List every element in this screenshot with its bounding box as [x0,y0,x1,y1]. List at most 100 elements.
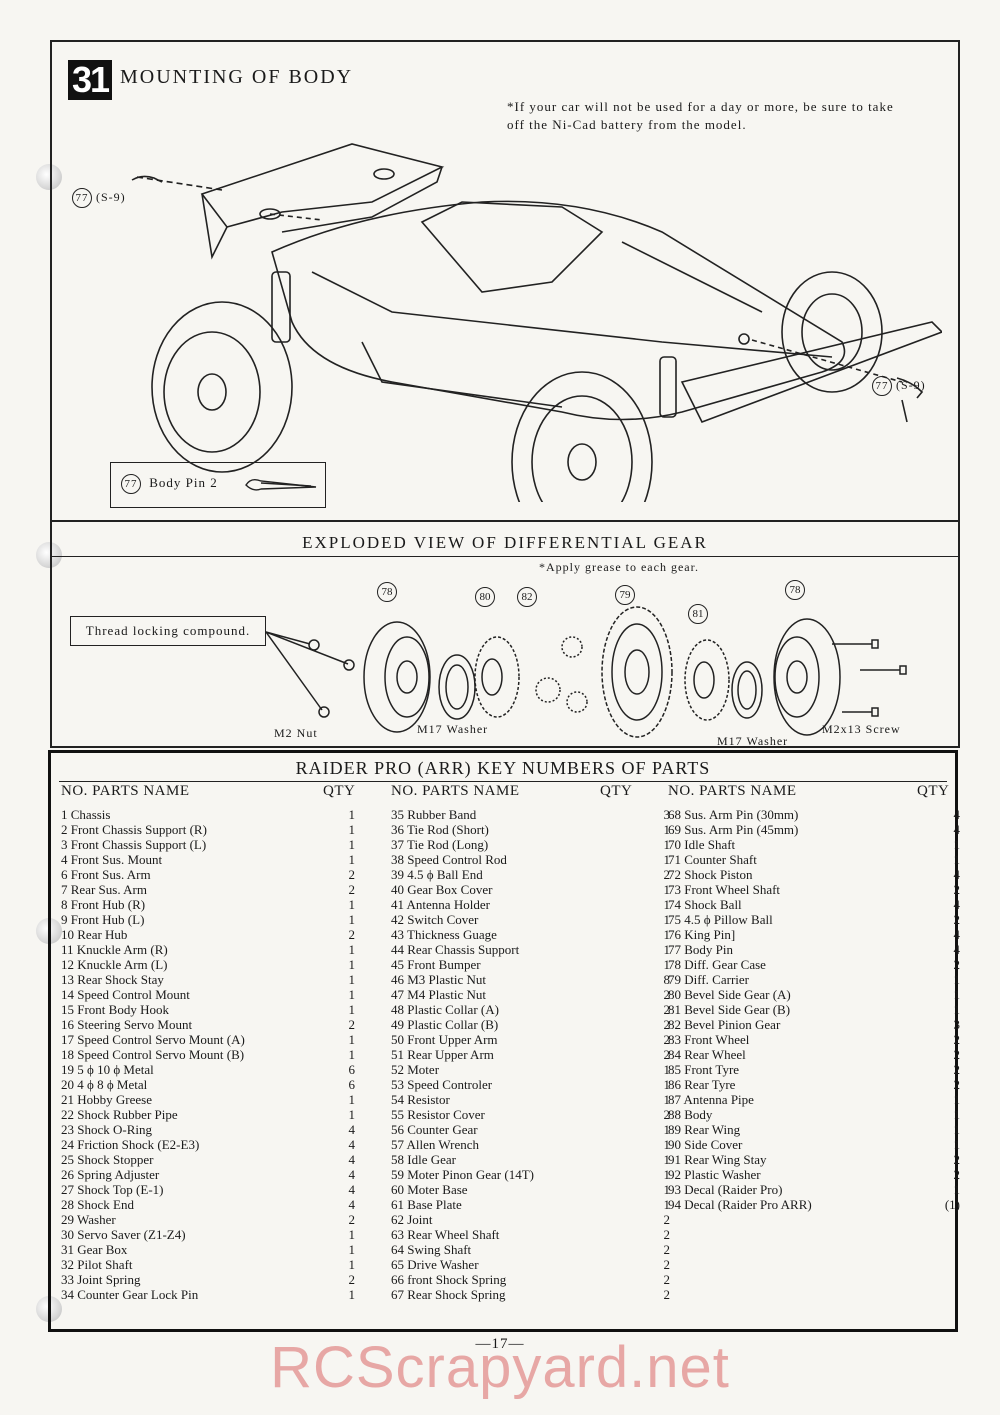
part-number-circle: 81 [688,604,708,624]
part-name: 27 Shock Top (E-1) [61,1182,164,1197]
part-qty: 1 [953,852,961,867]
part-name: 39 4.5 ϕ Ball End [391,867,483,882]
parts-row: 12 Knuckle Arm (L)1 [61,957,361,972]
part-qty: 1 [663,927,671,942]
callout-ref: (S-9) [96,190,126,204]
part-qty: 1 [663,1182,671,1197]
part-qty: 2 [348,1212,356,1227]
parts-row: 76 King Pin]4 [668,927,960,942]
part-name: 3 Front Chassis Support (L) [61,837,207,852]
part-name: 65 Drive Washer [391,1257,479,1272]
part-qty: 1 [348,822,356,837]
part-name: 28 Shock End [61,1197,134,1212]
parts-row: 83 Front Wheel 2 [668,1032,960,1047]
part-name: 87 Antenna Pipe [668,1092,754,1107]
part-name: 80 Bevel Side Gear (A) [668,987,791,1002]
part-qty: 1 [663,1167,671,1182]
part-qty: 4 [348,1152,356,1167]
part-qty: 1 [663,852,671,867]
part-name: 82 Bevel Pinion Gear [668,1017,781,1032]
part-name: 24 Friction Shock (E2-E3) [61,1137,200,1152]
part-qty: 2 [953,1032,961,1047]
part-name: 21 Hobby Greese [61,1092,152,1107]
parts-row: 48 Plastic Collar (A)2 [391,1002,670,1017]
parts-row: 37 Tie Rod (Long)1 [391,837,670,852]
part-qty: (1) [944,1197,960,1212]
part-qty: 2 [663,867,671,882]
part-qty: 2 [663,1212,671,1227]
step-title: MOUNTING OF BODY [120,66,354,88]
legend-text: Body Pin 2 [149,475,218,490]
parts-list-title: RAIDER PRO (ARR) KEY NUMBERS OF PARTS [295,758,711,778]
part-qty: 1 [663,1122,671,1137]
part-qty: 2 [348,1272,356,1287]
binder-hole [36,164,62,190]
part-qty: 2 [663,1032,671,1047]
col-head-qty: QTY [600,783,633,799]
part-name: 94 Decal (Raider Pro ARR) [668,1197,812,1212]
part-qty: 2 [663,1287,671,1302]
part-qty: 1 [953,837,961,852]
part-qty: 1 [348,1047,356,1062]
car-body-illustration [131,143,942,502]
part-qty: 3 [663,807,671,822]
part-name: 83 Front Wheel [668,1032,750,1047]
part-name: 69 Sus. Arm Pin (45mm) [668,822,799,837]
part-number-circle: 78 [785,580,805,600]
mounting-section: 31 MOUNTING OF BODY *If your car will no… [52,42,958,522]
parts-row: 93 Decal (Raider Pro)1 [668,1182,960,1197]
divider [59,781,947,782]
part-qty: 1 [348,912,356,927]
parts-row: 18 Speed Control Servo Mount (B)1 [61,1047,361,1062]
part-name: 60 Moter Base [391,1182,468,1197]
part-qty: 2 [663,1047,671,1062]
part-name: 15 Front Body Hook [61,1002,169,1017]
parts-row: 9 Front Hub (L)1 [61,912,361,927]
part-qty: 1 [663,897,671,912]
part-name: 7 Rear Sus. Arm [61,882,147,897]
part-qty: 2 [953,1062,961,1077]
part-qty: 1 [348,1092,356,1107]
part-name: 62 Joint [391,1212,433,1227]
part-qty: 4 [953,822,961,837]
parts-row: 3 Front Chassis Support (L)1 [61,837,361,852]
grease-note: *Apply grease to each gear. [539,560,699,574]
part-qty: 6 [348,1062,356,1077]
part-qty: 1 [348,897,356,912]
part-qty: 2 [953,1167,961,1182]
part-qty: 2 [348,882,356,897]
parts-row: 8 Front Hub (R)1 [61,897,361,912]
part-name: 73 Front Wheel Shaft [668,882,781,897]
part-callout-82: 82 [517,587,541,607]
part-qty: 1 [953,1122,961,1137]
part-qty: 1 [953,1107,961,1122]
legend-row: 77 Body Pin 2 [121,474,218,494]
part-name: 43 Thickness Guage [391,927,497,942]
part-qty: 1 [348,1227,356,1242]
part-name: 64 Swing Shaft [391,1242,472,1257]
part-qty: 2 [663,1107,671,1122]
